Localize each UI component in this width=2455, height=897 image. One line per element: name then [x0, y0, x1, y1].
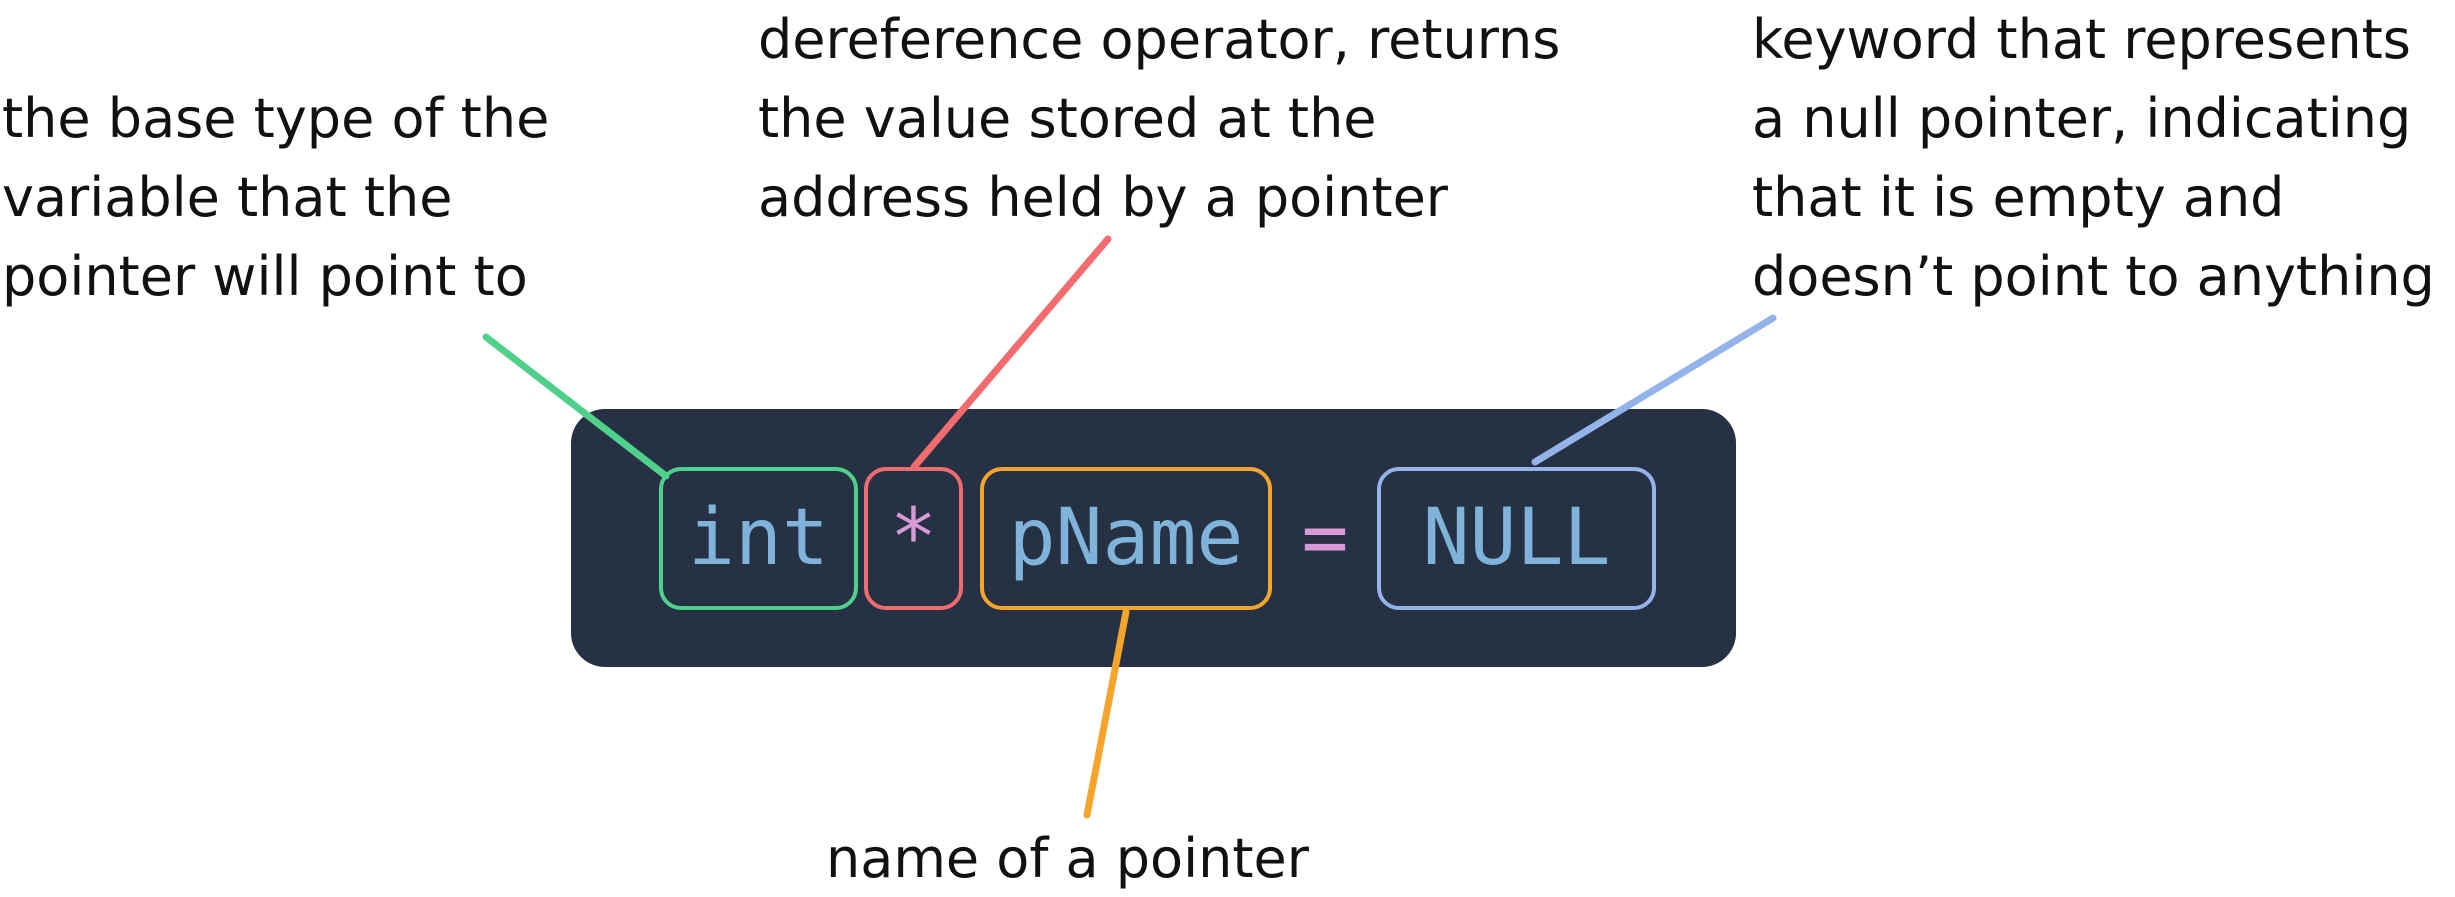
annotation-line: name of a pointer	[826, 827, 1309, 890]
name-highlight-box	[980, 467, 1272, 610]
annotation-line: pointer will point to	[2, 245, 528, 308]
annotation-base-type: the base type of the variable that the p…	[2, 79, 549, 316]
type-highlight-box	[659, 467, 858, 610]
annotation-line: the value stored at the	[758, 87, 1377, 150]
annotation-line: keyword that represents	[1752, 8, 2411, 71]
code-token-null: NULL	[1422, 493, 1611, 583]
annotation-line: that it is empty and	[1752, 166, 2285, 229]
annotation-line: variable that the	[2, 166, 453, 229]
code-token-assign: =	[1301, 493, 1349, 583]
annotation-line: doesn’t point to anything	[1752, 245, 2435, 308]
code-token-operator: *	[890, 493, 937, 583]
annotation-pointer-name: name of a pointer	[826, 819, 1309, 897]
annotation-line: a null pointer, indicating	[1752, 87, 2412, 150]
annotation-line: address held by a pointer	[758, 166, 1449, 229]
annotation-line: the base type of the	[2, 87, 550, 150]
annotation-dereference-operator: dereference operator, returns the value …	[758, 0, 1560, 237]
code-token-type: int	[688, 493, 829, 583]
annotation-line: dereference operator, returns	[758, 8, 1561, 71]
annotation-null-keyword: keyword that represents a null pointer, …	[1752, 0, 2435, 316]
code-token-name: pName	[1008, 493, 1244, 583]
null-highlight-box	[1377, 467, 1656, 610]
